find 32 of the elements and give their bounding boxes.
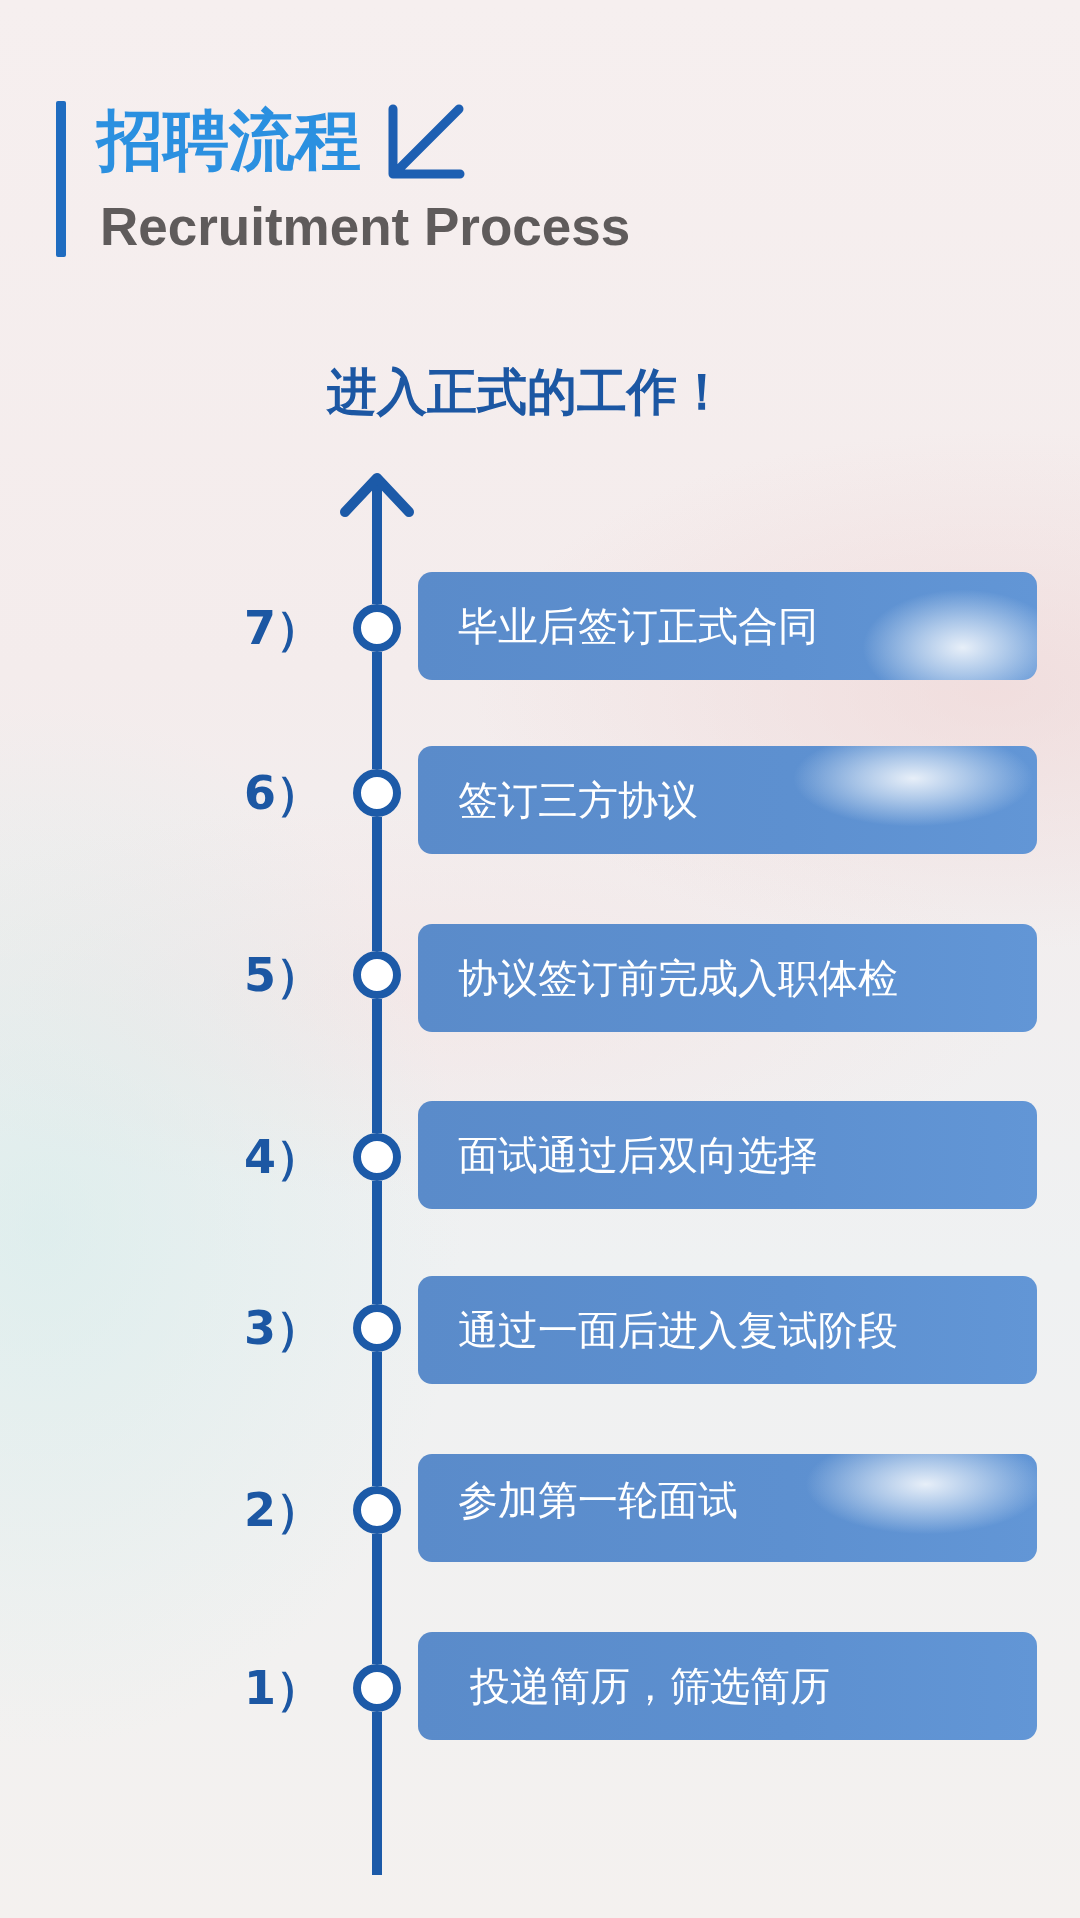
step-number: 2） [244, 1482, 322, 1539]
step-text: 签订三方协议 [458, 776, 698, 824]
step-number: 7） [244, 600, 322, 657]
step-box [418, 1276, 1037, 1384]
timeline-line [372, 999, 382, 1133]
step-box [418, 1632, 1037, 1740]
step-number: 1） [244, 1660, 322, 1717]
step-number: 5） [244, 947, 322, 1004]
step-text: 参加第一轮面试 [458, 1476, 738, 1524]
title: 招聘流程 [97, 103, 361, 179]
step-box [418, 572, 1037, 680]
timeline-line [372, 817, 382, 951]
step-box [418, 746, 1037, 854]
step-text: 协议签订前完成入职体检 [458, 954, 898, 1002]
step-number: 3） [244, 1300, 322, 1357]
step-number: 6） [244, 765, 322, 822]
timeline-line [372, 1352, 382, 1486]
step-box [418, 1454, 1037, 1562]
step-number: 4） [244, 1129, 322, 1186]
timeline-line [372, 652, 382, 769]
timeline-line [372, 1712, 382, 1875]
step-text: 投递简历，筛选简历 [470, 1662, 830, 1710]
step-text: 通过一面后进入复试阶段 [458, 1306, 898, 1354]
timeline-line [372, 1181, 382, 1304]
step-box [418, 1101, 1037, 1209]
arrow [340, 473, 414, 604]
goal-text: 进入正式的工作！ [327, 363, 727, 421]
step-box [418, 924, 1037, 1032]
step-text: 毕业后签订正式合同 [458, 602, 818, 650]
timeline-line [372, 1534, 382, 1664]
step-text: 面试通过后双向选择 [458, 1131, 818, 1179]
subtitle: Recruitment Process [100, 197, 631, 257]
